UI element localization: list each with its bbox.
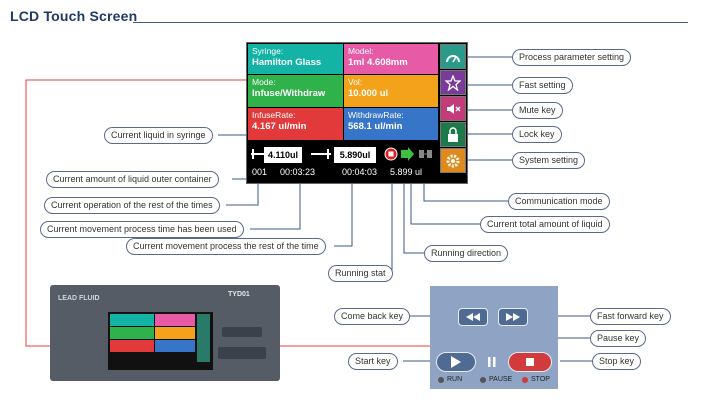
model-cell[interactable]: Model: 1ml 4.608mm <box>344 44 438 74</box>
stop-icon <box>526 358 534 366</box>
syringe-left-icon <box>251 149 265 159</box>
label-lock-key: Lock key <box>512 126 562 143</box>
withdraw-rate-cell[interactable]: WithdrawRate: 568.1 ul/min <box>344 108 438 140</box>
mode-cell[interactable]: Mode: Infuse/Withdraw <box>248 75 343 107</box>
label-mute-key: Mute key <box>512 102 563 119</box>
vol-cell[interactable]: Vol: 10.000 ul <box>344 75 438 107</box>
stop-label: STOP <box>531 376 550 383</box>
syringe-mid-icon <box>311 149 331 159</box>
pause-icon <box>488 357 496 367</box>
label-process-rest: Current movement process the rest of the… <box>126 238 326 255</box>
star-icon <box>445 74 461 91</box>
process-parameter-button[interactable] <box>440 44 466 69</box>
total-amount-bottom: 5.899 ul <box>390 167 423 177</box>
infuse-rate-cell[interactable]: InfuseRate: 4.167 ul/min <box>248 108 343 140</box>
syringe-cell[interactable]: Syringe: Hamilton Glass <box>248 44 343 74</box>
stop-button[interactable] <box>508 352 552 372</box>
op-rest-count: 001 <box>252 167 268 177</box>
label-come-back: Come back key <box>334 308 411 325</box>
system-setting-button[interactable] <box>440 148 466 173</box>
label-system-setting: System setting <box>512 152 586 169</box>
label-fast-forward: Fast forward key <box>590 308 671 325</box>
current-liquid-readout: 4.110ul <box>264 147 302 163</box>
device-keypad <box>222 327 262 337</box>
label-stop-key: Stop key <box>592 353 642 370</box>
vol-label: Vol: <box>348 77 363 87</box>
mute-button[interactable] <box>440 96 466 121</box>
mute-icon <box>447 103 461 114</box>
pause-label: PAUSE <box>489 376 513 383</box>
device-brand: LEAD FLUID <box>58 295 100 302</box>
infuse-rate-value: 4.167 ul/min <box>252 121 307 132</box>
label-running-dir: Running direction <box>424 245 509 262</box>
label-comm-mode: Communication mode <box>508 193 610 210</box>
label-total-liquid: Current total amount of liquid <box>480 216 610 233</box>
process-rest-time: 00:04:03 <box>342 167 378 177</box>
lock-button[interactable] <box>440 122 466 147</box>
fast-setting-button[interactable] <box>440 70 466 95</box>
come-back-button[interactable] <box>458 308 488 326</box>
stop-indicator: STOP <box>522 376 550 383</box>
status-bar: 4.110ul 5.890ul <box>248 143 439 165</box>
stop-status-icon <box>384 147 398 161</box>
label-process-param: Process parameter setting <box>512 49 632 66</box>
label-pause-key: Pause key <box>590 330 647 347</box>
lcd-screen: Syringe: Hamilton Glass Model: 1ml 4.608… <box>246 42 468 184</box>
label-current-liquid: Current liquid in syringe <box>104 127 213 144</box>
title-rule <box>133 22 688 23</box>
pause-button[interactable] <box>480 352 504 372</box>
process-used-time: 00:03:23 <box>280 167 316 177</box>
lock-icon <box>448 126 458 142</box>
total-liquid-readout: 5.890ul <box>334 147 376 163</box>
label-running-stat: Running stat <box>328 265 393 282</box>
label-process-used: Current movement process time has been u… <box>40 221 244 238</box>
start-button[interactable] <box>436 352 476 372</box>
fast-forward-button[interactable] <box>498 308 528 326</box>
mode-value: Infuse/Withdraw <box>252 88 326 99</box>
fast-forward-icon <box>506 313 520 321</box>
withdraw-rate-value: 568.1 ul/min <box>348 121 403 132</box>
play-icon <box>451 356 461 368</box>
label-fast-setting: Fast setting <box>512 77 573 94</box>
device-screen-thumbnail <box>108 312 213 370</box>
page-title: LCD Touch Screen <box>10 8 138 24</box>
label-op-rest: Current operation of the rest of the tim… <box>44 197 220 214</box>
label-outer-container: Current amount of liquid outer container <box>46 171 219 188</box>
infuse-rate-label: InfuseRate: <box>252 110 296 120</box>
syringe-value: Hamilton Glass <box>252 57 322 68</box>
model-value: 1ml 4.608mm <box>348 57 408 68</box>
rewind-icon <box>466 313 480 321</box>
withdraw-rate-label: WithdrawRate: <box>348 110 404 120</box>
syringe-label: Syringe: <box>252 46 284 56</box>
run-indicator: RUN <box>438 376 462 383</box>
label-start-key: Start key <box>348 353 398 370</box>
gear-icon <box>446 154 460 167</box>
pause-indicator: PAUSE <box>480 376 512 383</box>
device-model: TYD01 <box>228 291 250 298</box>
run-label: RUN <box>447 376 463 383</box>
mode-label: Mode: <box>252 77 276 87</box>
gauge-icon <box>446 54 460 62</box>
device-keypad-lower <box>218 347 266 359</box>
communication-icon <box>419 150 432 158</box>
vol-value: 10.000 ul <box>348 88 389 99</box>
model-label: Model: <box>348 46 374 56</box>
direction-arrow-icon <box>401 147 414 161</box>
keypad-zoom <box>430 286 558 389</box>
